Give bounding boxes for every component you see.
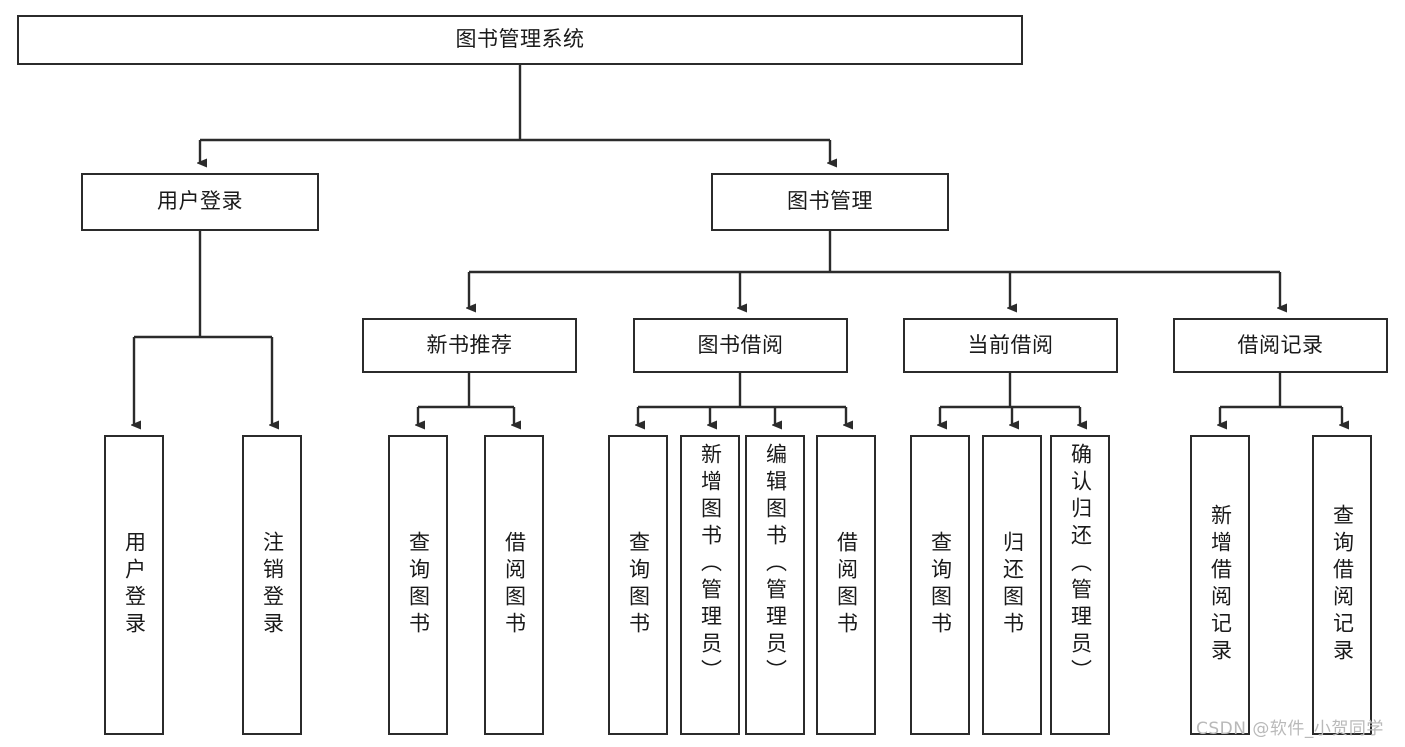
node-label: 新书推荐 — [426, 332, 513, 357]
node-book-management-system[interactable]: 图书管理系统 — [17, 15, 1023, 65]
node-leaf-logout[interactable]: 注销登录 — [242, 435, 302, 735]
node-leaf-add-borrow-record[interactable]: 新增借阅记录 — [1190, 435, 1250, 735]
node-leaf-query-book-3[interactable]: 查询图书 — [910, 435, 970, 735]
node-label: 用户登录 — [157, 189, 243, 214]
node-label: 图书管理系统 — [455, 27, 585, 52]
node-label: 借阅记录 — [1237, 332, 1324, 357]
node-leaf-borrow-book-1[interactable]: 借阅图书 — [484, 435, 544, 735]
node-leaf-user-login[interactable]: 用户登录 — [104, 435, 164, 735]
node-leaf-confirm-return-admin[interactable]: 确认归还（管理员） — [1050, 435, 1110, 735]
node-leaf-query-book-1[interactable]: 查询图书 — [388, 435, 448, 735]
node-current-borrow[interactable]: 当前借阅 — [903, 318, 1118, 373]
node-borrow-record[interactable]: 借阅记录 — [1173, 318, 1388, 373]
node-leaf-return-book[interactable]: 归还图书 — [982, 435, 1042, 735]
node-label: 查询图书 — [626, 531, 651, 639]
node-leaf-borrow-book-2[interactable]: 借阅图书 — [816, 435, 876, 735]
node-book-manage[interactable]: 图书管理 — [711, 173, 949, 231]
node-leaf-query-borrow-record[interactable]: 查询借阅记录 — [1312, 435, 1372, 735]
node-label: 借阅图书 — [834, 531, 859, 639]
node-label: 新增图书（管理员） — [698, 443, 723, 686]
node-label: 注销登录 — [260, 531, 285, 639]
node-label: 查询图书 — [406, 531, 431, 639]
connectors-root — [134, 65, 1342, 425]
node-label: 查询图书 — [928, 531, 953, 639]
node-leaf-edit-book-admin[interactable]: 编辑图书（管理员） — [745, 435, 805, 735]
node-label: 当前借阅 — [967, 332, 1054, 357]
node-label: 确认归还（管理员） — [1068, 443, 1093, 686]
node-label: 查询借阅记录 — [1330, 504, 1355, 666]
node-book-borrow[interactable]: 图书借阅 — [633, 318, 848, 373]
node-leaf-add-book-admin[interactable]: 新增图书（管理员） — [680, 435, 740, 735]
csdn-watermark: CSDN @软件_小贺同学 — [1196, 719, 1384, 739]
node-leaf-query-book-2[interactable]: 查询图书 — [608, 435, 668, 735]
node-label: 用户登录 — [122, 531, 147, 639]
node-user-login[interactable]: 用户登录 — [81, 173, 319, 231]
node-new-book-recommend[interactable]: 新书推荐 — [362, 318, 577, 373]
node-label: 归还图书 — [1000, 531, 1025, 639]
node-label: 图书管理 — [787, 189, 873, 214]
node-label: 新增借阅记录 — [1208, 504, 1233, 666]
node-label: 图书借阅 — [697, 332, 784, 357]
node-label: 借阅图书 — [502, 531, 527, 639]
node-label: 编辑图书（管理员） — [763, 443, 788, 686]
